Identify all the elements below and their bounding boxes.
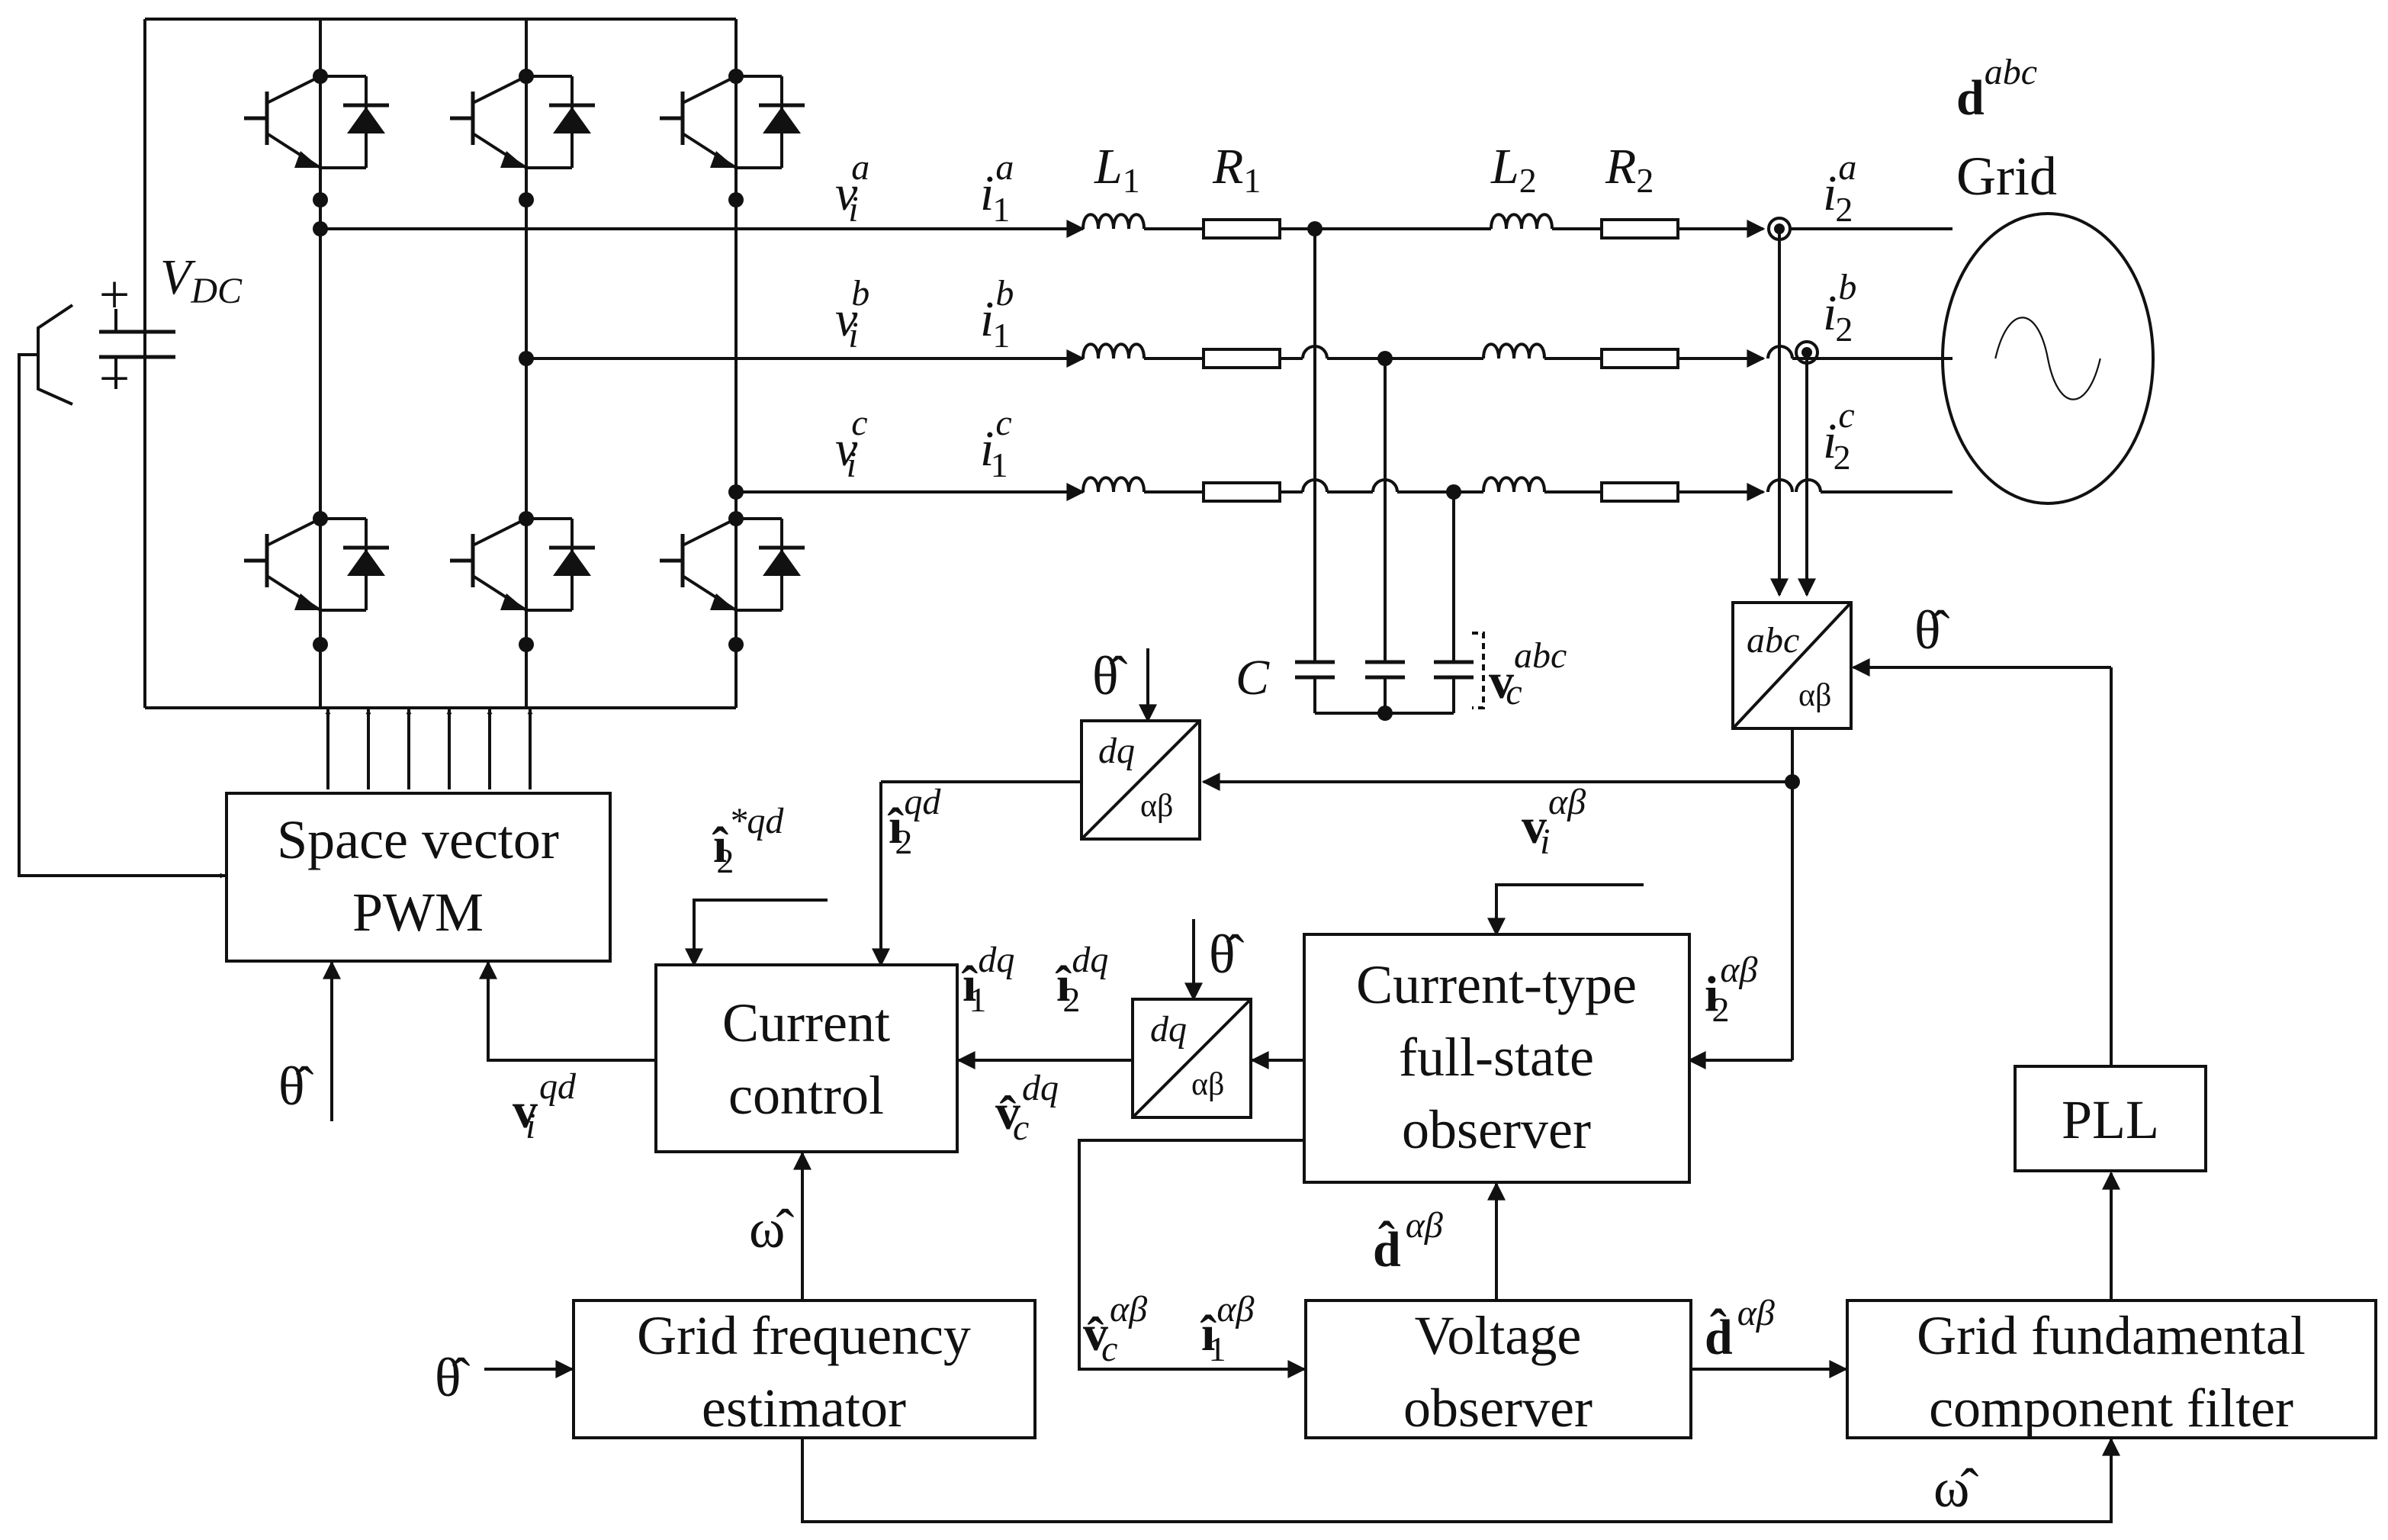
igbt-switch-lower-b [450, 488, 595, 641]
filter-line2: component filter [1929, 1378, 2293, 1439]
gate-signals [325, 709, 533, 789]
svpwm-block: Space vector PWM θ̂ [225, 792, 612, 1121]
R1-label: R1 [1212, 139, 1261, 200]
d-abc-label: dabc [1956, 52, 2037, 126]
current-control-line2: control [728, 1065, 884, 1126]
theta-hat-label-top: θ̂ [1092, 645, 1127, 706]
current-sensors [1767, 217, 1819, 597]
igbt-switch-upper-a [244, 46, 389, 198]
pll-block: PLL [2014, 1065, 2207, 1172]
omega-hat-label-filter: ω̂ [1933, 1458, 1978, 1519]
fundamental-filter-block: Grid fundamental component filter [1846, 1171, 2377, 1439]
voltage-observer-line2: observer [1403, 1378, 1593, 1439]
grid-label: Grid [1956, 146, 2057, 207]
observer-line1: Current-type [1356, 954, 1637, 1015]
svpwm-line2: PWM [352, 882, 484, 943]
abc-alphabeta-transform: abc αβ θ̂ [1731, 600, 2113, 1066]
svg-text:αβ: αβ [1191, 1067, 1224, 1102]
svg-text:dq: dq [1098, 731, 1135, 771]
d-hat-alphabeta-label-right: d̂αβ [1705, 1293, 1775, 1365]
capacitor-label: C [1236, 650, 1270, 706]
svg-text:abc: abc [1747, 620, 1799, 661]
dc-link-capacitor: + − VDC [18, 249, 243, 879]
filter-line1: Grid fundamental [1917, 1305, 2306, 1366]
voltage-observer-line1: Voltage [1415, 1305, 1582, 1366]
lcl-filter: C [320, 213, 1953, 721]
theta-hat-label-gfe: θ̂ [435, 1347, 470, 1408]
voltage-observer-block: Voltage observer d̂αβ [1304, 1293, 1848, 1439]
observer-line3: observer [1402, 1099, 1591, 1160]
current-control-line1: Current [722, 992, 890, 1053]
vdc-label: VDC [160, 249, 243, 311]
igbt-switch-upper-b [450, 46, 595, 198]
svg-text:αβ: αβ [1798, 678, 1831, 713]
minus-sign: − [99, 348, 130, 409]
R2-label: R2 [1605, 139, 1654, 200]
theta-hat-label-right: θ̂ [1914, 600, 1949, 661]
L1-label: L1 [1094, 139, 1140, 200]
omega-hat-label-cc: ω̂ [749, 1198, 794, 1259]
svpwm-line1: Space vector [277, 809, 559, 870]
L2-label: L2 [1490, 139, 1537, 200]
grid-source: Grid dabc [1941, 52, 2155, 505]
observer-line2: full-state [1399, 1027, 1594, 1088]
d-hat-alphabeta-label-up: d̂αβ [1373, 1205, 1443, 1278]
pll-label: PLL [2062, 1089, 2159, 1150]
theta-hat-label-mid: θ̂ [1209, 924, 1244, 985]
grid-freq-line2: estimator [702, 1378, 906, 1439]
igbt-switch-upper-c [660, 46, 805, 198]
grid-frequency-estimator-block: Grid frequency estimator θ̂ ω̂ [435, 1299, 2120, 1523]
inverter-bridge [143, 18, 805, 709]
plus-sign: + [99, 264, 130, 325]
grid-freq-line1: Grid frequency [637, 1305, 971, 1366]
svg-text:αβ: αβ [1140, 789, 1173, 824]
igbt-switch-lower-c [660, 488, 805, 641]
svg-text:dq: dq [1150, 1009, 1187, 1050]
igbt-switch-lower-a [244, 488, 389, 641]
theta-hat-label-svpwm: θ̂ [278, 1056, 313, 1117]
